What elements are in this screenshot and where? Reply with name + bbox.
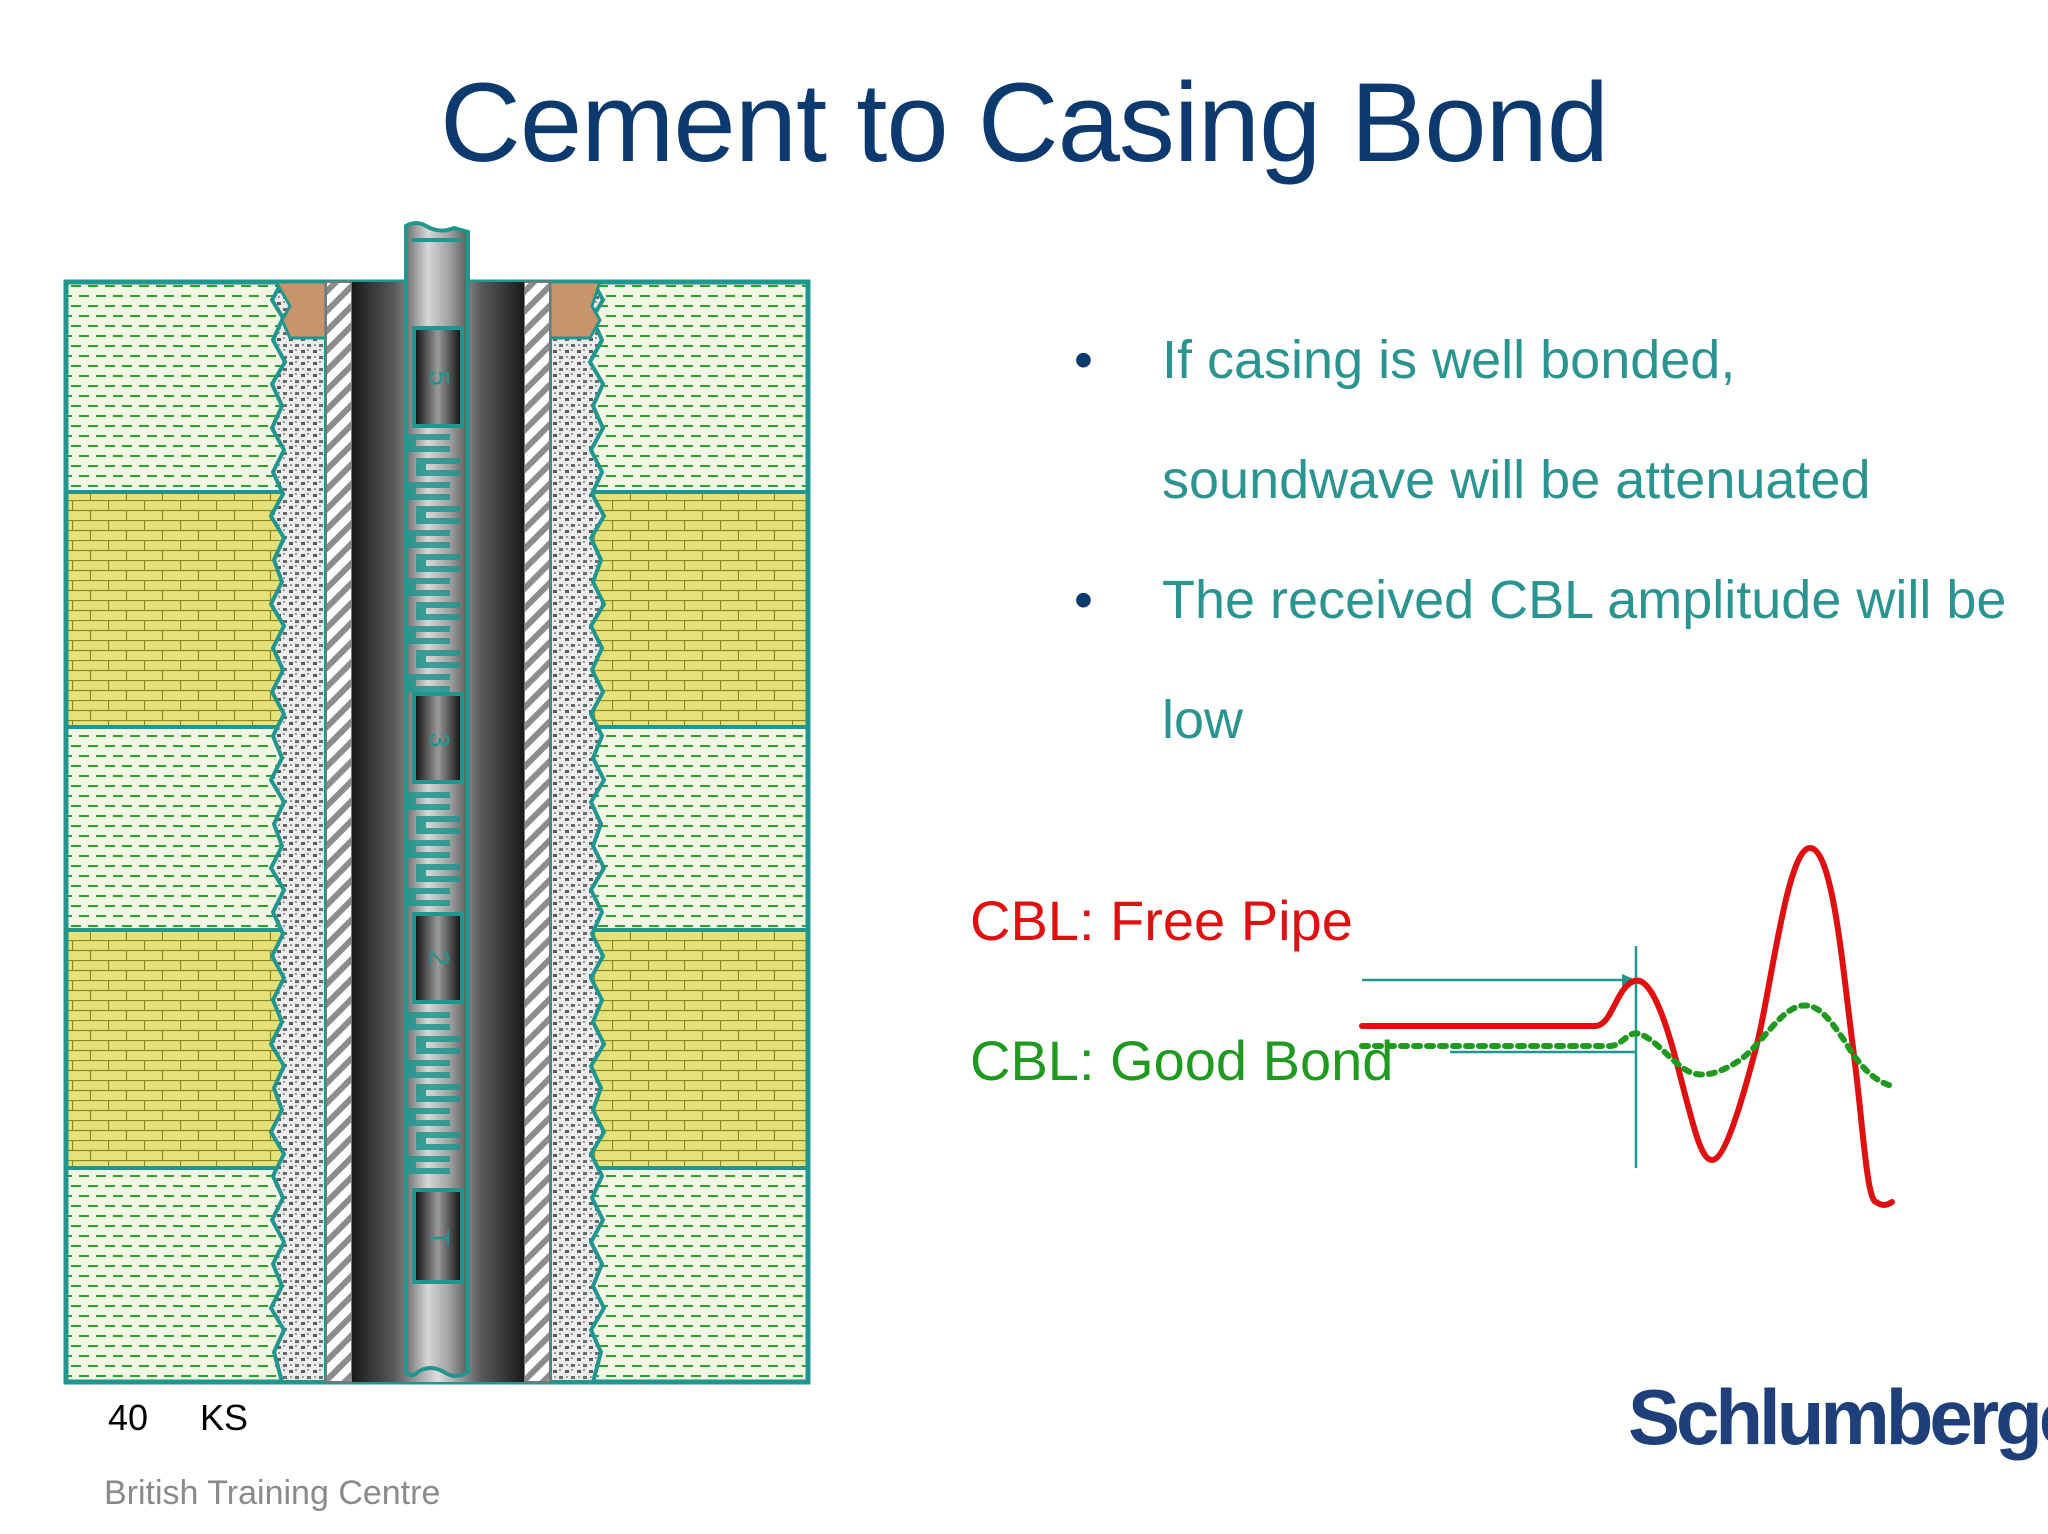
- bullet-list: • If casing is well bonded, soundwave wi…: [1060, 300, 2020, 780]
- cement-top-plug-icon: [548, 280, 603, 340]
- isolator-slot: [406, 1108, 450, 1126]
- isolator-slot: [406, 482, 450, 500]
- tool-isolators: [406, 434, 460, 1174]
- isolator-slot: [416, 650, 460, 668]
- isolator-slot: [416, 1036, 460, 1054]
- schlumberger-logo: Schlumberger: [1628, 1373, 2048, 1461]
- free-pipe-waveform: [1359, 845, 1895, 1208]
- receiver-2: [412, 912, 464, 1004]
- isolator-slot: [406, 674, 450, 692]
- transmitter-t: [412, 1188, 464, 1284]
- isolator-slot: [416, 1132, 460, 1150]
- good-bond-waveform: [1359, 1002, 1895, 1089]
- isolator-slot: [406, 1060, 450, 1078]
- page-number: 40: [108, 1397, 149, 1438]
- cement-sheath-left: [268, 280, 328, 1384]
- isolator-slot: [406, 578, 450, 596]
- bullet-dot-icon: •: [1074, 570, 1093, 630]
- author-initials: KS: [200, 1397, 249, 1438]
- isolator-slot: [406, 626, 450, 644]
- tool-label-2: 2: [424, 950, 455, 966]
- bullet-item: • The received CBL amplitude will be low: [1060, 540, 2020, 780]
- tool-label-t: T: [424, 1229, 455, 1246]
- casing-right: [523, 281, 551, 1383]
- casing-left: [325, 281, 353, 1383]
- isolator-slot: [406, 1156, 450, 1174]
- isolator-slot: [416, 1084, 460, 1102]
- isolator-slot: [406, 840, 450, 858]
- cement-sheath-right: [548, 280, 607, 1384]
- cbl-waveform-diagram: [1359, 845, 1895, 1208]
- tool-label-3: 3: [424, 732, 455, 748]
- bullet-item: • If casing is well bonded, soundwave wi…: [1060, 300, 2020, 540]
- isolator-slot: [416, 506, 460, 524]
- bullet-dot-icon: •: [1074, 330, 1093, 390]
- tool-label-5: 5: [424, 370, 455, 386]
- isolator-slot: [406, 1012, 450, 1030]
- isolator-slot: [416, 864, 460, 882]
- receiver-5: [412, 326, 464, 428]
- isolator-slot: [416, 602, 460, 620]
- slide-title: Cement to Casing Bond: [439, 60, 1609, 185]
- isolator-slot: [416, 816, 460, 834]
- cbl-good-bond-label: CBL: Good Bond: [970, 1029, 1394, 1092]
- cbl-free-pipe-label: CBL: Free Pipe: [970, 889, 1353, 952]
- bullet-text: If casing is well bonded, soundwave will…: [1162, 330, 1871, 510]
- receiver-3: [412, 692, 464, 784]
- isolator-slot: [416, 458, 460, 476]
- isolator-slot: [406, 434, 450, 452]
- isolator-slot: [406, 792, 450, 810]
- isolator-slot: [406, 530, 450, 548]
- isolator-slot: [416, 554, 460, 572]
- bullet-text: The received CBL amplitude will be low: [1162, 570, 2007, 750]
- isolator-slot: [406, 888, 450, 906]
- footer-centre: British Training Centre: [104, 1474, 441, 1512]
